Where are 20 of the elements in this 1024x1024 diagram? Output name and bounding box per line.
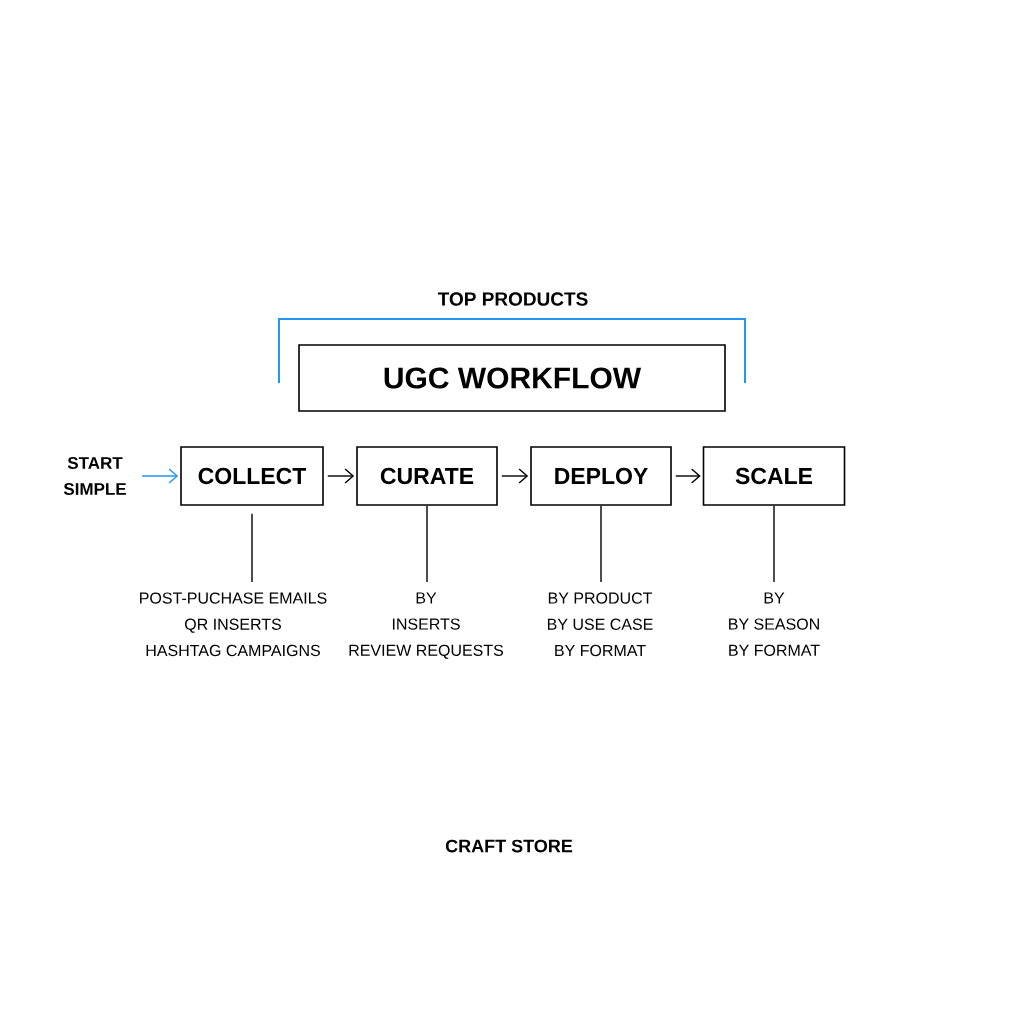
arrow [501, 468, 529, 484]
item-list: BY INSERTS REVIEW REQUESTS [349, 592, 504, 659]
item-list: BY BY SEASON BY FORMAT [729, 592, 820, 656]
leader-line [426, 505, 428, 583]
start-label: START SIMPLE [63, 457, 126, 495]
item-list: BY PRODUCT BY USE CASE BY FORMAT [547, 592, 653, 657]
process-box: UGC WORKFLOW [298, 344, 726, 412]
caption: CRAFT STORE [445, 839, 573, 853]
arrow [675, 468, 701, 484]
process-box: COLLECT [180, 446, 324, 506]
process-box: SCALE [702, 446, 846, 506]
process-box: DEPLOY [530, 446, 672, 506]
arrow [327, 468, 355, 484]
leader-line [773, 505, 775, 583]
process-box: CURATE [356, 446, 498, 506]
item-list: POST-PUCHASE EMAILS QR INSERTS HASHTAG CAMPAIGNS [140, 592, 327, 657]
leader-line [600, 505, 602, 583]
heading: TOP PRODUCTS [437, 292, 588, 306]
leader-line [251, 513, 253, 583]
arrow [141, 468, 179, 484]
